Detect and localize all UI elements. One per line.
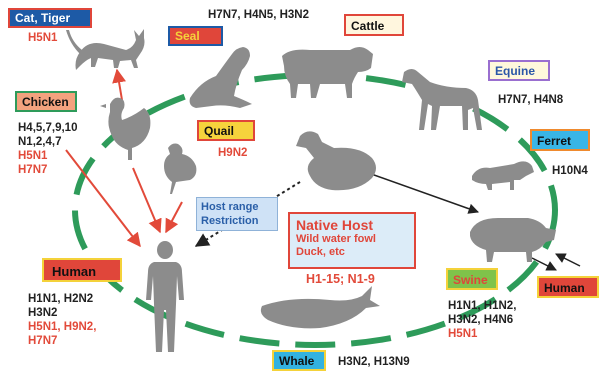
label-cattle: Cattle: [344, 14, 404, 36]
label-ferret: Ferret: [530, 129, 590, 151]
cat-silhouette: [66, 29, 145, 70]
subtypes-equine: H7N7, H4N8: [498, 93, 563, 107]
host-range-line-1: Host range: [201, 200, 273, 214]
label-cat-tiger: Cat, Tiger: [8, 8, 92, 28]
label-equine: Equine: [488, 60, 550, 81]
subtypes-chicken-2: N1,2,4,7: [18, 135, 61, 149]
subtypes-human-4: H7N7: [28, 334, 57, 348]
native-host-subtypes: H1-15; N1-9: [306, 272, 375, 286]
subtypes-quail: H9N2: [218, 146, 247, 160]
host-range-line-2: Restriction: [201, 214, 273, 228]
label-swine: Swine: [446, 268, 498, 290]
arrow-chicken-to-cat: [117, 70, 122, 100]
native-host-title: Native Host: [296, 217, 408, 233]
whale-silhouette: [261, 286, 380, 328]
arrow-quail-to-human: [166, 202, 182, 232]
subtypes-ferret: H10N4: [552, 164, 588, 178]
pig-silhouette: [470, 218, 556, 262]
chicken-silhouette: [100, 98, 150, 160]
subtypes-chicken-3: H5N1: [18, 149, 47, 163]
cattle-silhouette: [282, 47, 373, 98]
subtypes-cat-tiger: H5N1: [28, 31, 57, 45]
subtypes-swine-2: H3N2, H4N6: [448, 313, 513, 327]
subtypes-chicken-4: H7N7: [18, 163, 47, 177]
seal-silhouette: [190, 47, 252, 108]
native-host-line-1: Wild water fowl: [296, 233, 408, 246]
arrow-duck-to-swine: [360, 170, 478, 212]
host-range-restriction-box: Host range Restriction: [196, 197, 278, 231]
ferret-silhouette: [472, 161, 534, 190]
subtypes-chicken-1: H4,5,7,9,10: [18, 121, 77, 135]
horse-silhouette: [402, 69, 482, 130]
subtypes-whale: H3N2, H13N9: [338, 355, 410, 369]
native-host-line-2: Duck, etc: [296, 246, 408, 259]
label-whale: Whale: [272, 350, 326, 371]
label-chicken: Chicken: [15, 91, 77, 112]
label-seal: Seal: [168, 26, 223, 46]
label-human-right: Human: [537, 276, 599, 298]
human-silhouette: [146, 241, 184, 352]
arrow-chicken-to-human: [133, 168, 160, 232]
subtypes-seal: H7N7, H4N5, H3N2: [208, 8, 309, 22]
subtypes-human-1: H1N1, H2N2: [28, 292, 93, 306]
subtypes-swine-3: H5N1: [448, 327, 477, 341]
subtypes-human-2: H3N2: [28, 306, 57, 320]
native-host-box: Native Host Wild water fowl Duck, etc: [288, 212, 416, 269]
subtypes-swine-1: H1N1, H1N2,: [448, 299, 516, 313]
label-human-left: Human: [42, 258, 122, 282]
label-quail: Quail: [197, 120, 255, 141]
duck-silhouette: [296, 131, 376, 190]
quail-silhouette: [164, 144, 196, 195]
subtypes-human-3: H5N1, H9N2,: [28, 320, 96, 334]
arrow-human-to-swine: [556, 254, 580, 266]
